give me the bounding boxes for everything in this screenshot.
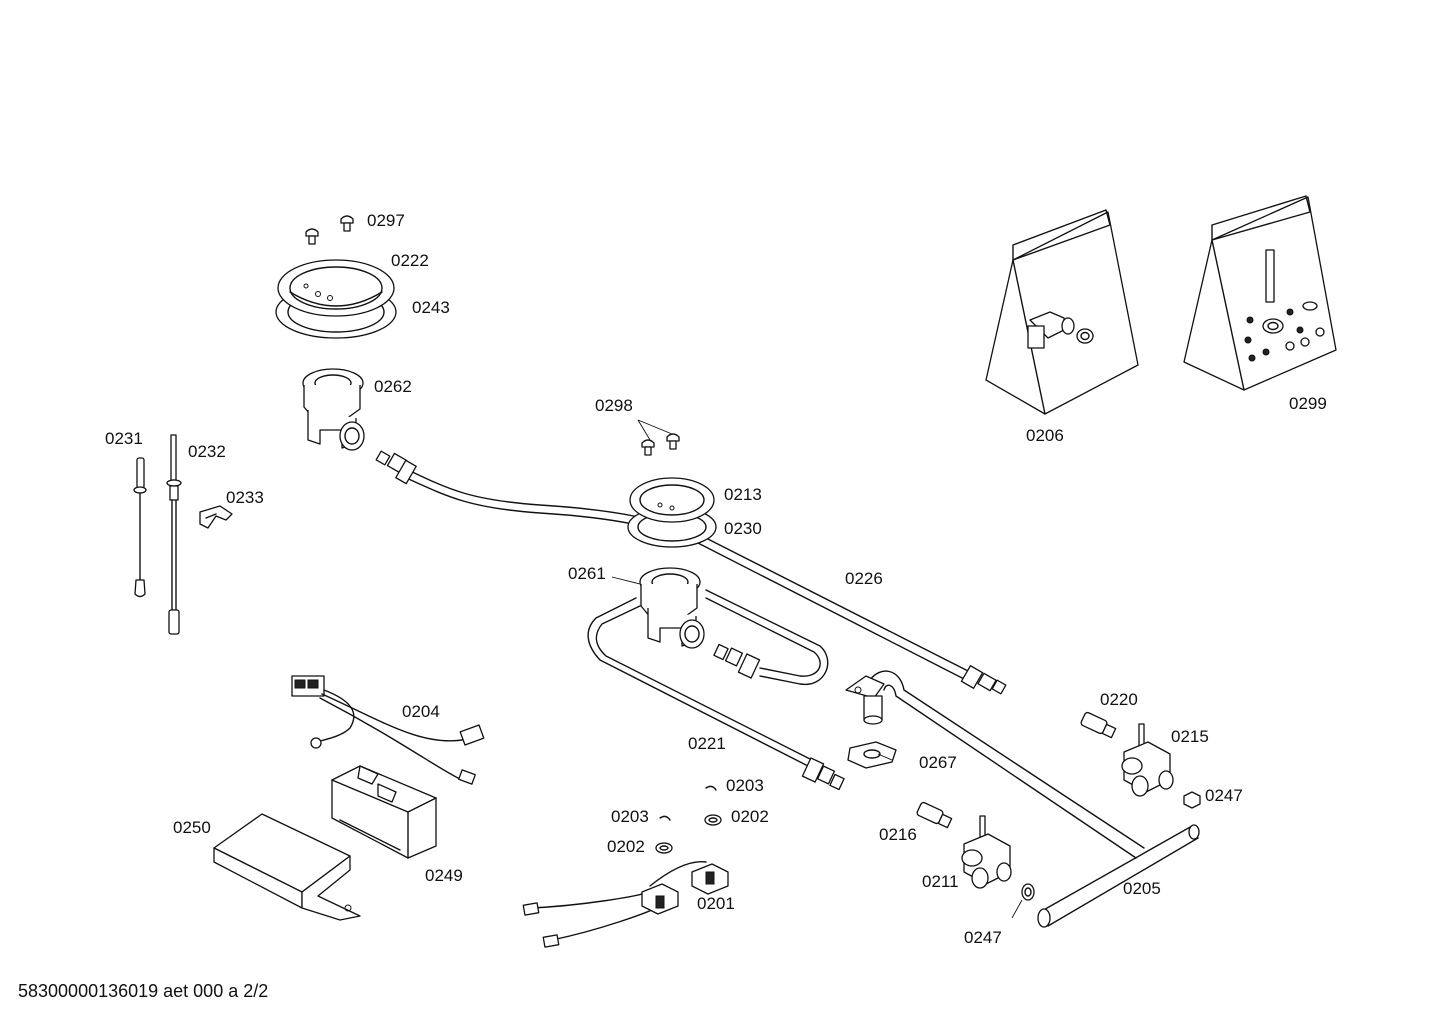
label-0226: 0226 — [845, 569, 883, 588]
part-0205-gas-manifold — [845, 670, 1200, 928]
part-0267-gasket — [847, 741, 897, 769]
leader-lines — [611, 419, 1023, 919]
part-0231-0232-electrodes — [133, 434, 182, 635]
label-0297: 0297 — [367, 211, 405, 230]
part-0204-wiring-harness — [291, 675, 485, 785]
part-0220-0216-injectors — [916, 711, 1117, 829]
label-0222: 0222 — [391, 251, 429, 270]
part-0299-parts-bag — [1183, 195, 1337, 391]
label-0202-lower: 0202 — [607, 837, 645, 856]
label-0206: 0206 — [1026, 426, 1064, 445]
label-0204: 0204 — [402, 702, 440, 721]
label-0202-upper: 0202 — [731, 807, 769, 826]
part-0215-0211-gas-taps — [961, 723, 1174, 889]
part-0221-gas-pipe — [587, 589, 845, 791]
label-0243: 0243 — [412, 298, 450, 317]
label-0232: 0232 — [188, 442, 226, 461]
label-0230: 0230 — [724, 519, 762, 538]
part-0233-clip — [199, 505, 233, 529]
part-0261-burner-body — [639, 567, 705, 649]
part-0222-0243-burner-rings — [275, 259, 397, 339]
part-0206-parts-bag — [985, 209, 1139, 415]
label-0267: 0267 — [919, 753, 957, 772]
label-0231: 0231 — [105, 429, 143, 448]
label-0201: 0201 — [697, 894, 735, 913]
part-0297-screws — [305, 215, 354, 245]
label-0213: 0213 — [724, 485, 762, 504]
part-0250-bracket — [213, 813, 361, 921]
label-0249: 0249 — [425, 866, 463, 885]
part-0262-burner-body — [302, 368, 365, 451]
label-0261: 0261 — [568, 564, 606, 583]
part-0201-ignition-switches — [522, 861, 729, 948]
label-0247-upper: 0247 — [1205, 786, 1243, 805]
label-0250: 0250 — [173, 818, 211, 837]
label-0221: 0221 — [688, 734, 726, 753]
part-0247-nuts — [1021, 791, 1201, 901]
label-0215: 0215 — [1171, 727, 1209, 746]
label-0216: 0216 — [879, 825, 917, 844]
part-0249-cover — [331, 765, 437, 859]
label-0262: 0262 — [374, 377, 412, 396]
label-0220: 0220 — [1100, 690, 1138, 709]
part-0213-0230-small-burner-rings — [627, 477, 717, 548]
part-0298-screws — [641, 433, 680, 456]
label-0211: 0211 — [922, 872, 959, 891]
label-0205: 0205 — [1123, 879, 1161, 898]
label-0247-lower: 0247 — [964, 928, 1002, 947]
part-labels: 0297 0222 0243 0262 0231 0232 0233 0298 … — [105, 211, 1327, 947]
label-0203-lower: 0203 — [611, 807, 649, 826]
label-0299: 0299 — [1289, 394, 1327, 413]
document-id: 58300000136019 aet 000 a 2/2 — [18, 981, 268, 1001]
label-0233: 0233 — [226, 488, 264, 507]
part-0203-0202-seals — [655, 785, 722, 854]
label-0298: 0298 — [595, 396, 633, 415]
label-0203-upper: 0203 — [726, 776, 764, 795]
